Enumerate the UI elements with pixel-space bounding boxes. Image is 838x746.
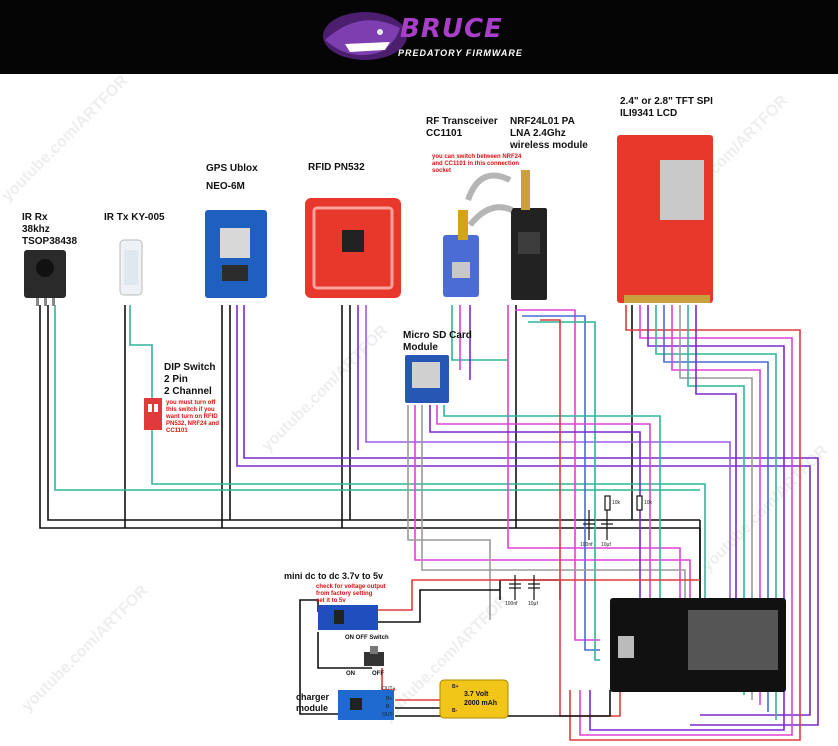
cap-label: 100nf <box>580 542 593 548</box>
on-label: ON <box>346 671 355 677</box>
charger-pin-label: B+ <box>386 696 393 702</box>
charger-pin-label: OUT+ <box>382 686 396 692</box>
wire-gps-tx <box>236 305 811 716</box>
header-banner: BRUCE PREDATORY FIRMWARE <box>0 0 838 74</box>
gps-module <box>205 210 267 298</box>
dip-switch <box>144 398 162 430</box>
cap-label: 100nf <box>505 601 518 607</box>
tft-lcd-module <box>617 135 713 303</box>
ir-tx-label: IR Tx KY-005 <box>104 212 165 223</box>
brand-title: BRUCE <box>400 14 503 44</box>
wire-ground <box>39 305 700 529</box>
rfid-module <box>305 198 401 298</box>
charger-pin-label: B- <box>386 704 391 710</box>
wire-5v <box>378 579 700 611</box>
dcdc-label: mini dc to dc 3.7v to 5v <box>284 571 384 581</box>
swap-arrow-icon <box>465 172 514 227</box>
dcdc-converter <box>318 605 378 630</box>
brand-subtitle: PREDATORY FIRMWARE <box>398 48 523 58</box>
resistor-label: 10k <box>644 500 653 506</box>
cap-label: 10µf <box>528 601 538 607</box>
ir-receiver-module <box>24 250 66 306</box>
battery-pin-label: B+ <box>452 684 459 690</box>
cc1101-module <box>443 210 479 297</box>
battery-pin-label: B- <box>452 708 458 714</box>
battery <box>439 679 509 719</box>
shark-logo-icon <box>323 12 407 60</box>
cap-label: 10µf <box>601 542 611 548</box>
esp32-board <box>610 598 786 692</box>
wire-vcc <box>47 305 700 521</box>
wire-ir-rx <box>54 305 700 491</box>
off-label: OFF <box>372 671 384 677</box>
nrf24-module <box>511 170 547 300</box>
wire-ir-tx <box>129 305 153 398</box>
ir-transmitter-module <box>119 239 143 296</box>
charger-pin-label: OUT- <box>382 712 394 718</box>
rfid-label: RFID PN532 <box>308 162 365 173</box>
wire-spi-mosi <box>507 305 681 600</box>
charger-module <box>338 690 394 720</box>
sd-card-module <box>405 355 449 403</box>
wire-gps-rx <box>243 305 819 726</box>
power-switch <box>364 646 384 666</box>
onoff-label: ON OFF Switch <box>345 635 389 641</box>
resistor-label: 10k <box>612 500 621 506</box>
